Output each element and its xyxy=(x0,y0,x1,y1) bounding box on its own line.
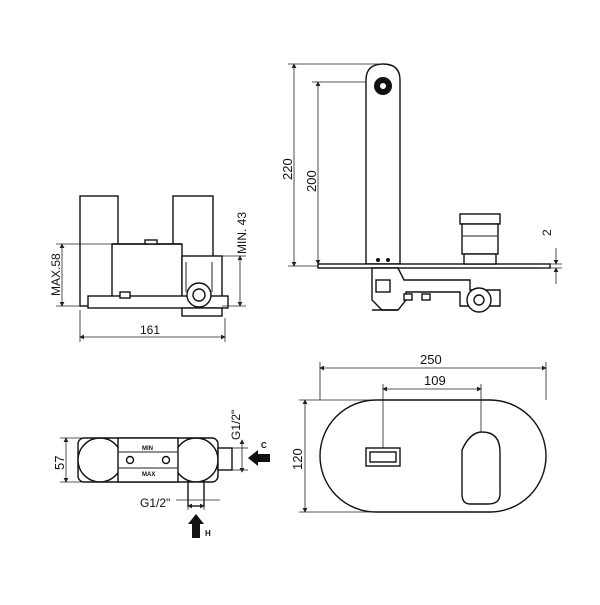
top-depth-label: 57 xyxy=(52,456,67,470)
cold-arrow-label: C xyxy=(261,441,267,450)
top-view: MIN MAX 57 G1/2" C G1/2" H xyxy=(52,410,270,538)
hot-arrow-label: H xyxy=(205,529,211,538)
front-width-label: 161 xyxy=(140,323,160,337)
front-min-height-label: MIN. 43 xyxy=(235,212,249,254)
plate-view: 250 109 120 xyxy=(290,352,547,513)
hot-inlet-arrow-icon xyxy=(188,514,204,538)
front-max-height-label: MAX.58 xyxy=(49,253,63,296)
max-mark-label: MAX xyxy=(142,472,155,478)
top-side-thread-label: G1/2" xyxy=(229,410,243,440)
side-total-height-label: 220 xyxy=(280,158,295,180)
front-view: MAX.58 MIN. 43 161 xyxy=(49,195,249,342)
top-bottom-thread-label: G1/2" xyxy=(140,496,170,510)
plate-height-label: 120 xyxy=(290,448,305,470)
side-spout-height-label: 200 xyxy=(304,170,319,192)
spout-to-handle-label: 109 xyxy=(424,373,446,388)
side-plate-thickness-label: 2 xyxy=(540,229,554,236)
min-mark-label: MIN xyxy=(142,446,153,452)
plate-width-label: 250 xyxy=(420,352,442,367)
cold-inlet-arrow-icon xyxy=(248,450,270,466)
side-view: 220 200 2 xyxy=(280,63,562,313)
